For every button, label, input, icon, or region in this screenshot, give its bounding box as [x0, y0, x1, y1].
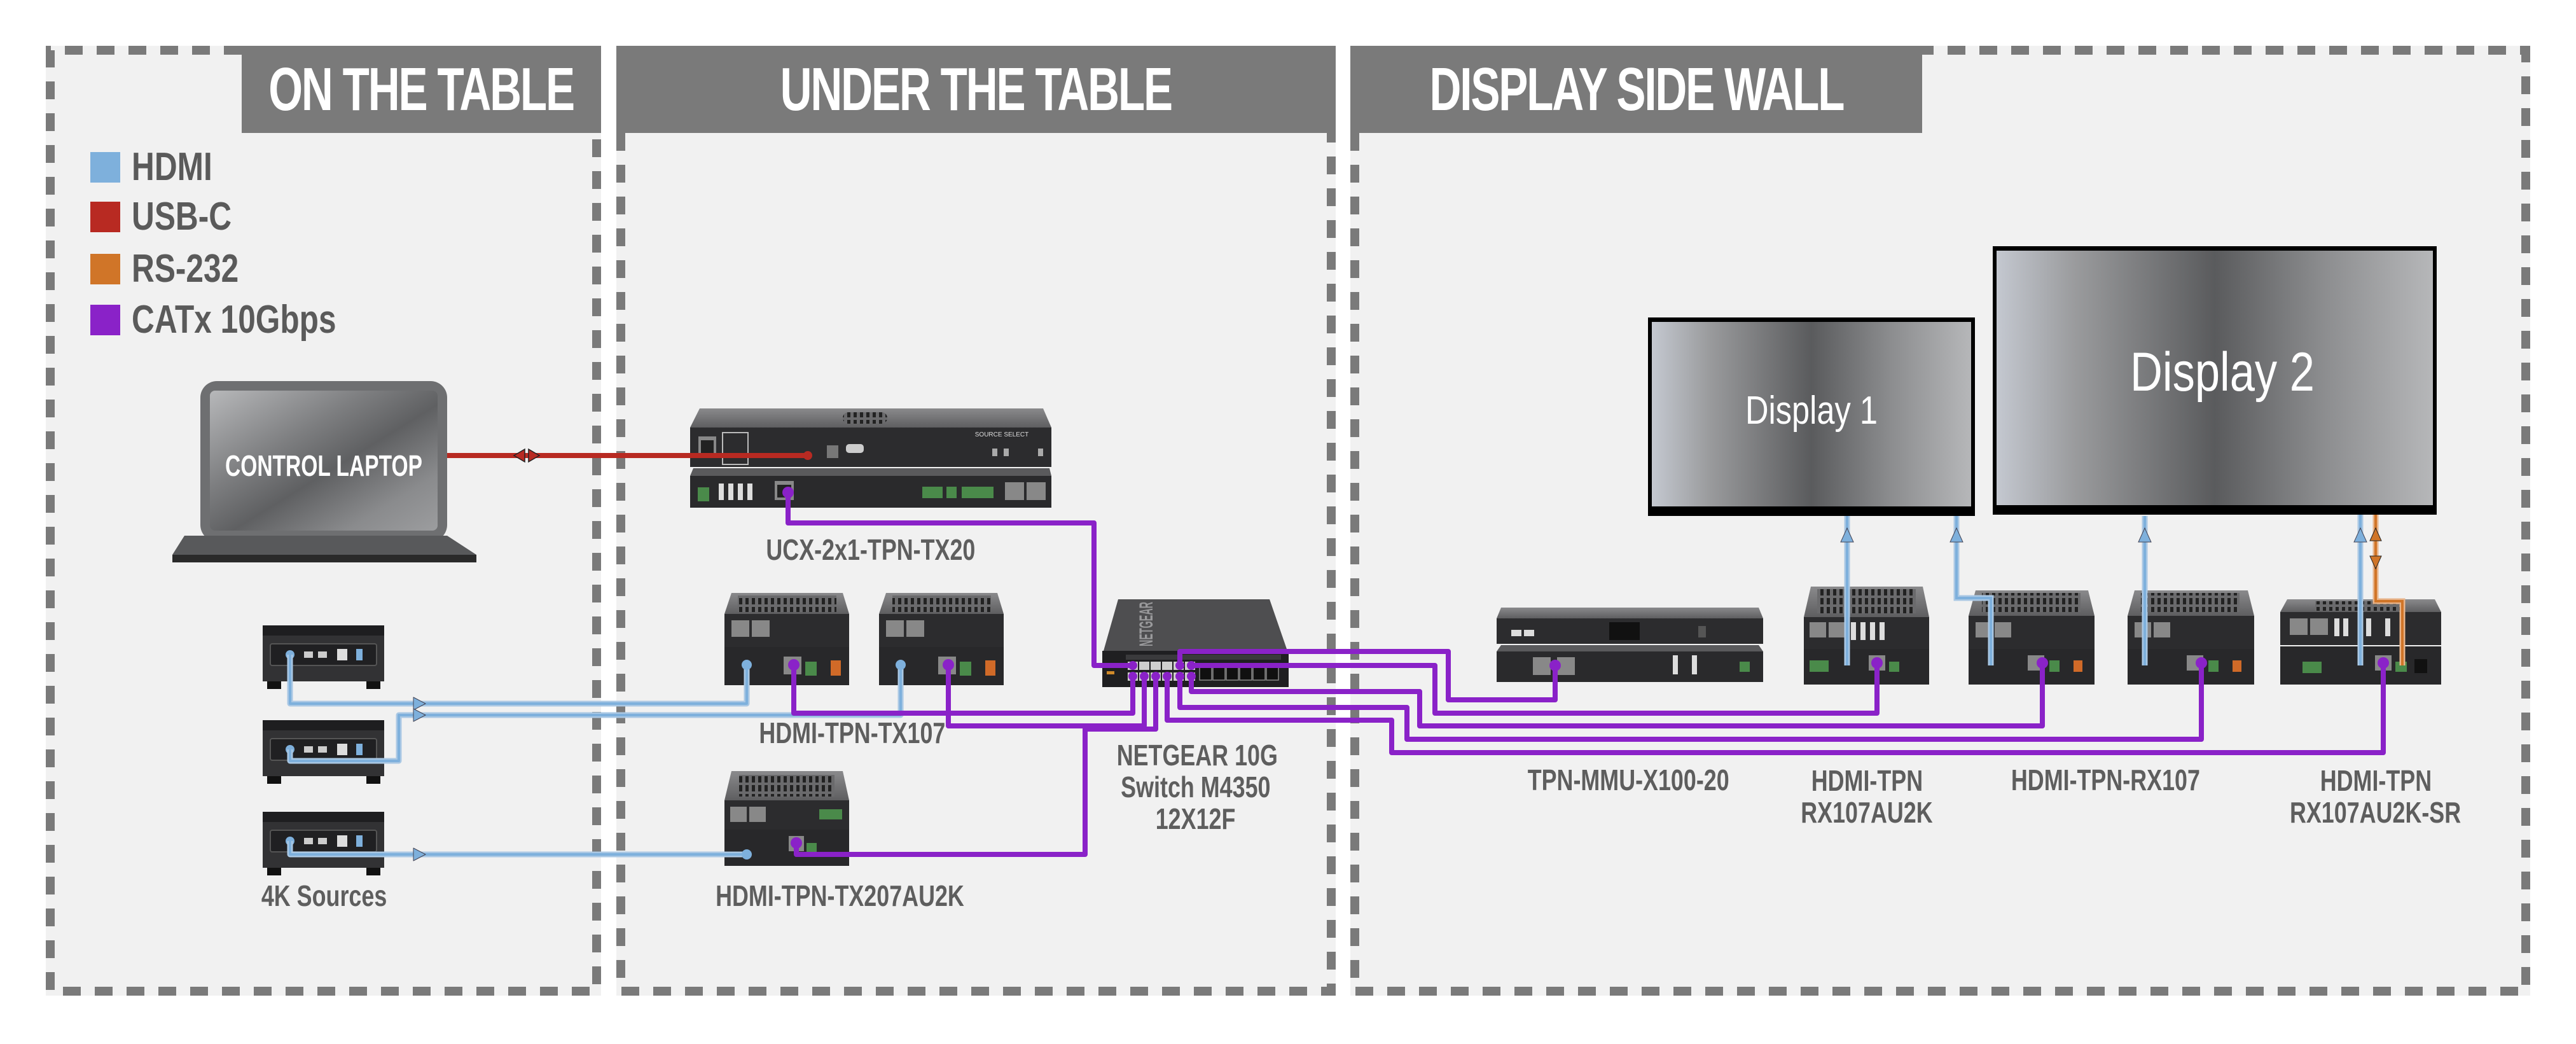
label-rx107au2k: HDMI-TPN RX107AU2K	[1781, 765, 1953, 828]
label-text: NETGEAR 10G	[1116, 739, 1278, 772]
label-tx107: HDMI-TPN-TX107	[700, 716, 1005, 749]
device-hdmi-tpn-tx107-2	[879, 593, 1004, 685]
laptop-label: CONTROL LAPTOP	[225, 449, 422, 482]
source-pc-2	[263, 720, 384, 784]
label-text: RX107AU2K-SR	[2290, 796, 2462, 829]
label-rx107: HDMI-TPN-RX107	[1978, 763, 2233, 797]
cable-catx	[786, 492, 2386, 857]
legend-swatch-catx	[90, 304, 120, 335]
display-2-label: Display 2	[2130, 342, 2315, 403]
device-netgear-switch: NETGEAR	[1102, 599, 1289, 687]
display-2: Display 2	[1993, 246, 2437, 515]
arrow-up-icon	[2369, 527, 2382, 541]
legend-swatch-hdmi	[90, 151, 120, 183]
device-ucx-2x1-tpn-tx20: SOURCE SELECT	[690, 408, 1051, 508]
border-on-table	[46, 46, 601, 996]
laptop-screen	[210, 391, 438, 531]
legend-item-usbc: USB-C	[90, 194, 256, 239]
cable-usbc	[447, 448, 812, 463]
label-text: HDMI-TPN-TX207AU2K	[715, 879, 964, 912]
label-text: 12X12F	[1156, 802, 1236, 835]
catx-connectors	[782, 487, 2389, 849]
zone-display-wall	[1350, 46, 2530, 996]
device-hdmi-tpn-tx107-1	[724, 593, 849, 685]
label-mmu: TPN-MMU-X100-20	[1482, 763, 1775, 797]
label-4k-sources: 4K Sources	[242, 879, 407, 912]
legend-swatch-usbc	[90, 201, 120, 232]
switch-top	[1104, 599, 1287, 651]
label-text: HDMI-TPN	[1811, 764, 1923, 797]
legend-label: CATx 10Gbps	[132, 298, 336, 342]
label-text: HDMI-TPN-RX107	[2011, 763, 2200, 797]
label-text: RX107AU2K	[1801, 796, 1933, 829]
label-text: 4K Sources	[261, 879, 387, 912]
display-1: Display 1	[1648, 317, 1975, 516]
arrow-right-icon	[413, 847, 426, 861]
header-display-side-wall: DISPLAY SIDE WALL	[1350, 46, 1922, 133]
label-text: HDMI-TPN	[2320, 764, 2432, 797]
arrow-right-icon	[413, 697, 426, 711]
legend-item-hdmi: HDMI	[90, 144, 232, 190]
cable-hdmi-sources	[287, 655, 906, 861]
legend-swatch-rs232	[90, 253, 120, 284]
header-label: DISPLAY SIDE WALL	[1429, 55, 1845, 123]
switch-brand: NETGEAR	[1136, 602, 1157, 646]
cable-rs232	[2369, 515, 2406, 665]
header-label: UNDER THE TABLE	[780, 55, 1173, 123]
laptop-base	[172, 536, 476, 555]
legend-item-catx: CATx 10Gbps	[90, 297, 387, 342]
svg-text:SOURCE SELECT: SOURCE SELECT	[975, 431, 1028, 438]
header-on-the-table: ON THE TABLE	[242, 46, 601, 133]
arrow-up-icon	[2353, 527, 2367, 543]
arrow-down-icon	[2369, 555, 2382, 570]
label-rx107au2k-sr: HDMI-TPN RX107AU2K-SR	[2264, 765, 2487, 828]
label-text: HDMI-TPN-TX107	[759, 716, 946, 749]
legend-label: RS-232	[132, 247, 239, 291]
label-text: UCX-2x1-TPN-TX20	[766, 533, 976, 566]
arrow-up-icon	[2138, 527, 2152, 543]
arrow-up-icon	[1949, 527, 1963, 543]
header-label: ON THE TABLE	[268, 55, 576, 123]
label-text: Switch M4350	[1121, 770, 1271, 804]
device-hdmi-tpn-rx107-2	[2128, 590, 2254, 685]
label-text: TPN-MMU-X100-20	[1527, 763, 1729, 797]
header-under-the-table: UNDER THE TABLE	[616, 46, 1336, 133]
device-tpn-mmu-x100-20	[1497, 608, 1763, 682]
border-under-table	[616, 133, 1336, 996]
source-pc-1	[263, 625, 384, 689]
arrow-left-icon	[513, 448, 525, 463]
legend-label: USB-C	[132, 195, 232, 239]
laptop-base-edge	[172, 555, 476, 562]
device-hdmi-tpn-rx107-1	[1969, 590, 2095, 685]
arrow-right-icon	[528, 448, 541, 463]
legend-item-rs232: RS-232	[90, 246, 265, 291]
arrow-right-icon	[413, 708, 426, 722]
label-netgear-switch: NETGEAR 10G Switch M4350 12X12F	[1094, 739, 1298, 835]
legend-label: HDMI	[132, 145, 212, 189]
display-1-label: Display 1	[1745, 389, 1878, 433]
control-laptop: CONTROL LAPTOP	[172, 381, 476, 562]
cable-hdmi-displays	[1840, 515, 2367, 665]
device-hdmi-tpn-rx107au2k	[1804, 587, 1929, 685]
arrow-up-icon	[1840, 527, 1854, 543]
source-pc-3	[263, 812, 384, 875]
label-tx207au2k: HDMI-TPN-TX207AU2K	[674, 879, 1005, 912]
label-ucx: UCX-2x1-TPN-TX20	[690, 533, 1051, 566]
